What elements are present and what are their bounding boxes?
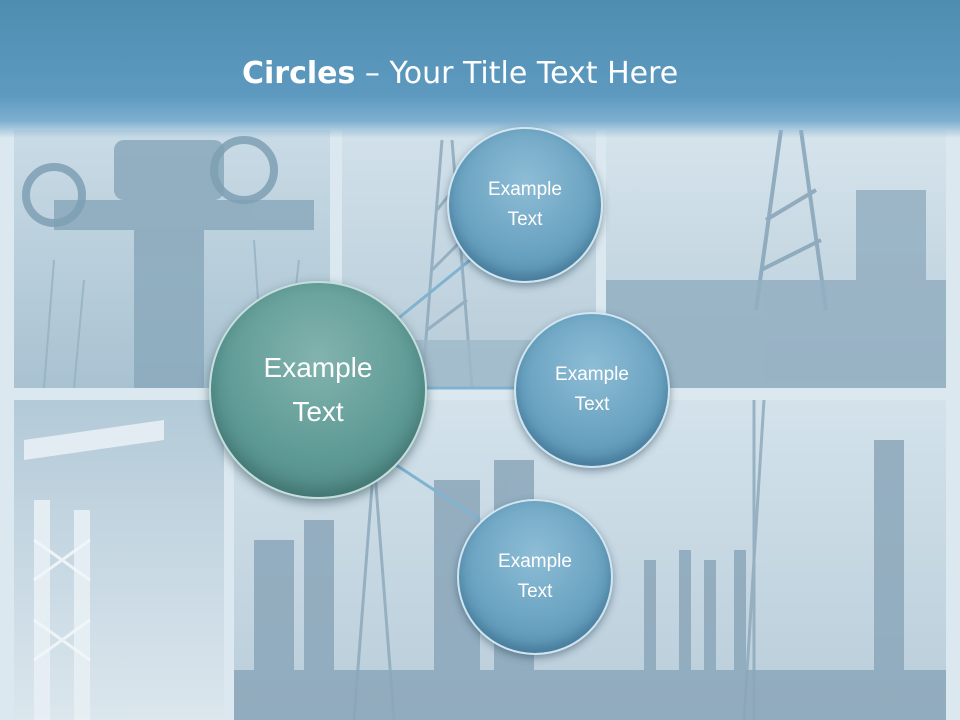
main-circle-label: Example Text bbox=[263, 352, 373, 427]
main-circle[interactable]: Example Text bbox=[209, 281, 427, 499]
slide-title[interactable]: Circles – Your Title Text Here bbox=[242, 56, 678, 91]
bottom-circle-label: Example Text bbox=[498, 551, 572, 602]
top-circle[interactable]: Example Text bbox=[447, 127, 603, 283]
middle-circle[interactable]: Example Text bbox=[514, 312, 670, 468]
middle-circle-label: Example Text bbox=[555, 364, 629, 415]
top-circle-label: Example Text bbox=[488, 179, 562, 230]
title-rest: – Your Title Text Here bbox=[355, 56, 679, 91]
title-bold: Circles bbox=[242, 56, 356, 91]
connector-bottom bbox=[392, 461, 481, 522]
bottom-circle[interactable]: Example Text bbox=[457, 499, 613, 655]
title-bar bbox=[0, 0, 960, 138]
oil-rig-photo bbox=[606, 130, 946, 388]
valve-photo bbox=[14, 130, 330, 388]
pumpjack-photo bbox=[14, 400, 224, 720]
connector-top bbox=[394, 250, 481, 323]
